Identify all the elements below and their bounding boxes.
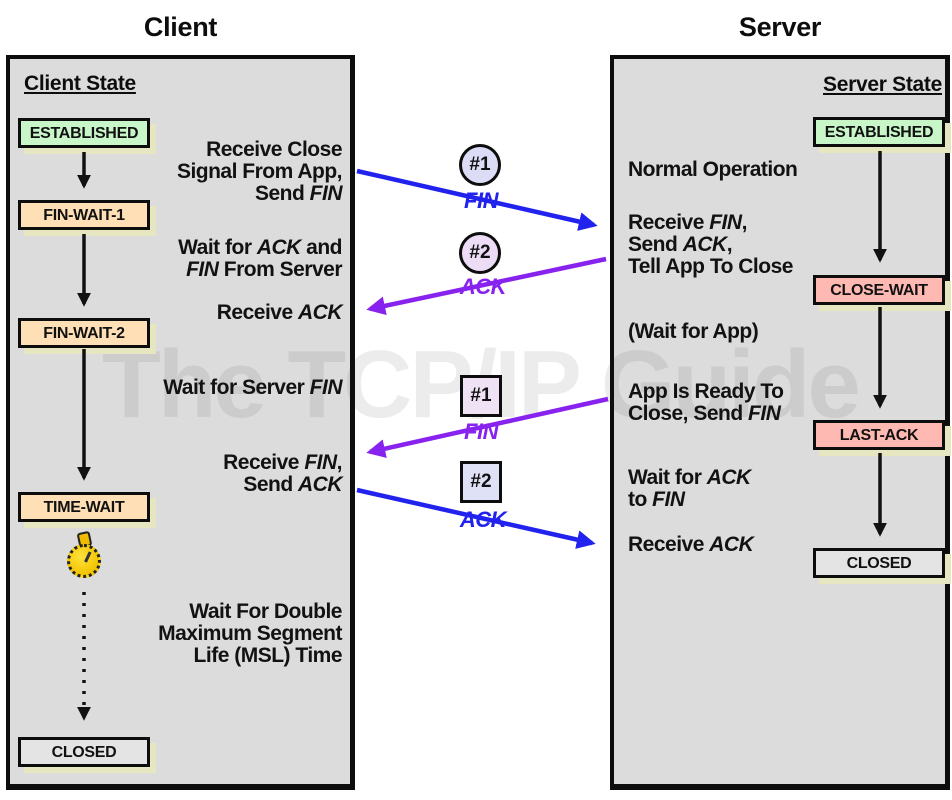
message-badge-1-circle: #1 [459,144,501,186]
client-state-fin-wait-1: FIN-WAIT-1 [18,200,150,230]
client-state-fin-wait-2: FIN-WAIT-2 [18,318,150,348]
server-state-heading: Server State [823,73,942,96]
stopwatch-hand [84,551,92,563]
client-panel [6,55,355,790]
server-note-receive-fin: Receive FIN,Send ACK,Tell App To Close [628,211,793,278]
client-state-established: ESTABLISHED [18,118,150,148]
server-state-established: ESTABLISHED [813,117,945,147]
client-state-time-wait: TIME-WAIT [18,492,150,522]
client-column-title: Client [143,12,218,42]
client-state-heading: Client State [24,72,136,95]
server-note-wait-for-app: (Wait for App) [628,320,759,343]
message-label-fin-1: FIN [464,188,498,213]
server-note-normal-operation: Normal Operation [628,158,798,181]
client-note-receive-ack: Receive ACK [216,301,343,324]
server-state-last-ack: LAST-ACK [813,420,945,450]
message-badge-2-square: #2 [460,461,502,503]
message-label-ack-2: ACK [459,507,507,532]
server-state-closed: CLOSED [813,548,945,578]
stopwatch-body [67,544,101,578]
server-note-receive-ack: Receive ACK [628,533,754,556]
message-label-fin-2: FIN [464,419,498,444]
message-label-ack-1: ACK [459,274,507,299]
server-column-title: Server [738,12,822,42]
message-badge-2-circle: #2 [459,232,501,274]
stopwatch-icon [66,530,102,584]
message-badge-1-square: #1 [460,375,502,417]
client-note-receive-fin: Receive FIN,Send ACK [223,451,342,496]
client-note-wait-server-fin: Wait for Server FIN [163,376,342,399]
server-state-close-wait: CLOSE-WAIT [813,275,945,305]
client-state-closed: CLOSED [18,737,150,767]
